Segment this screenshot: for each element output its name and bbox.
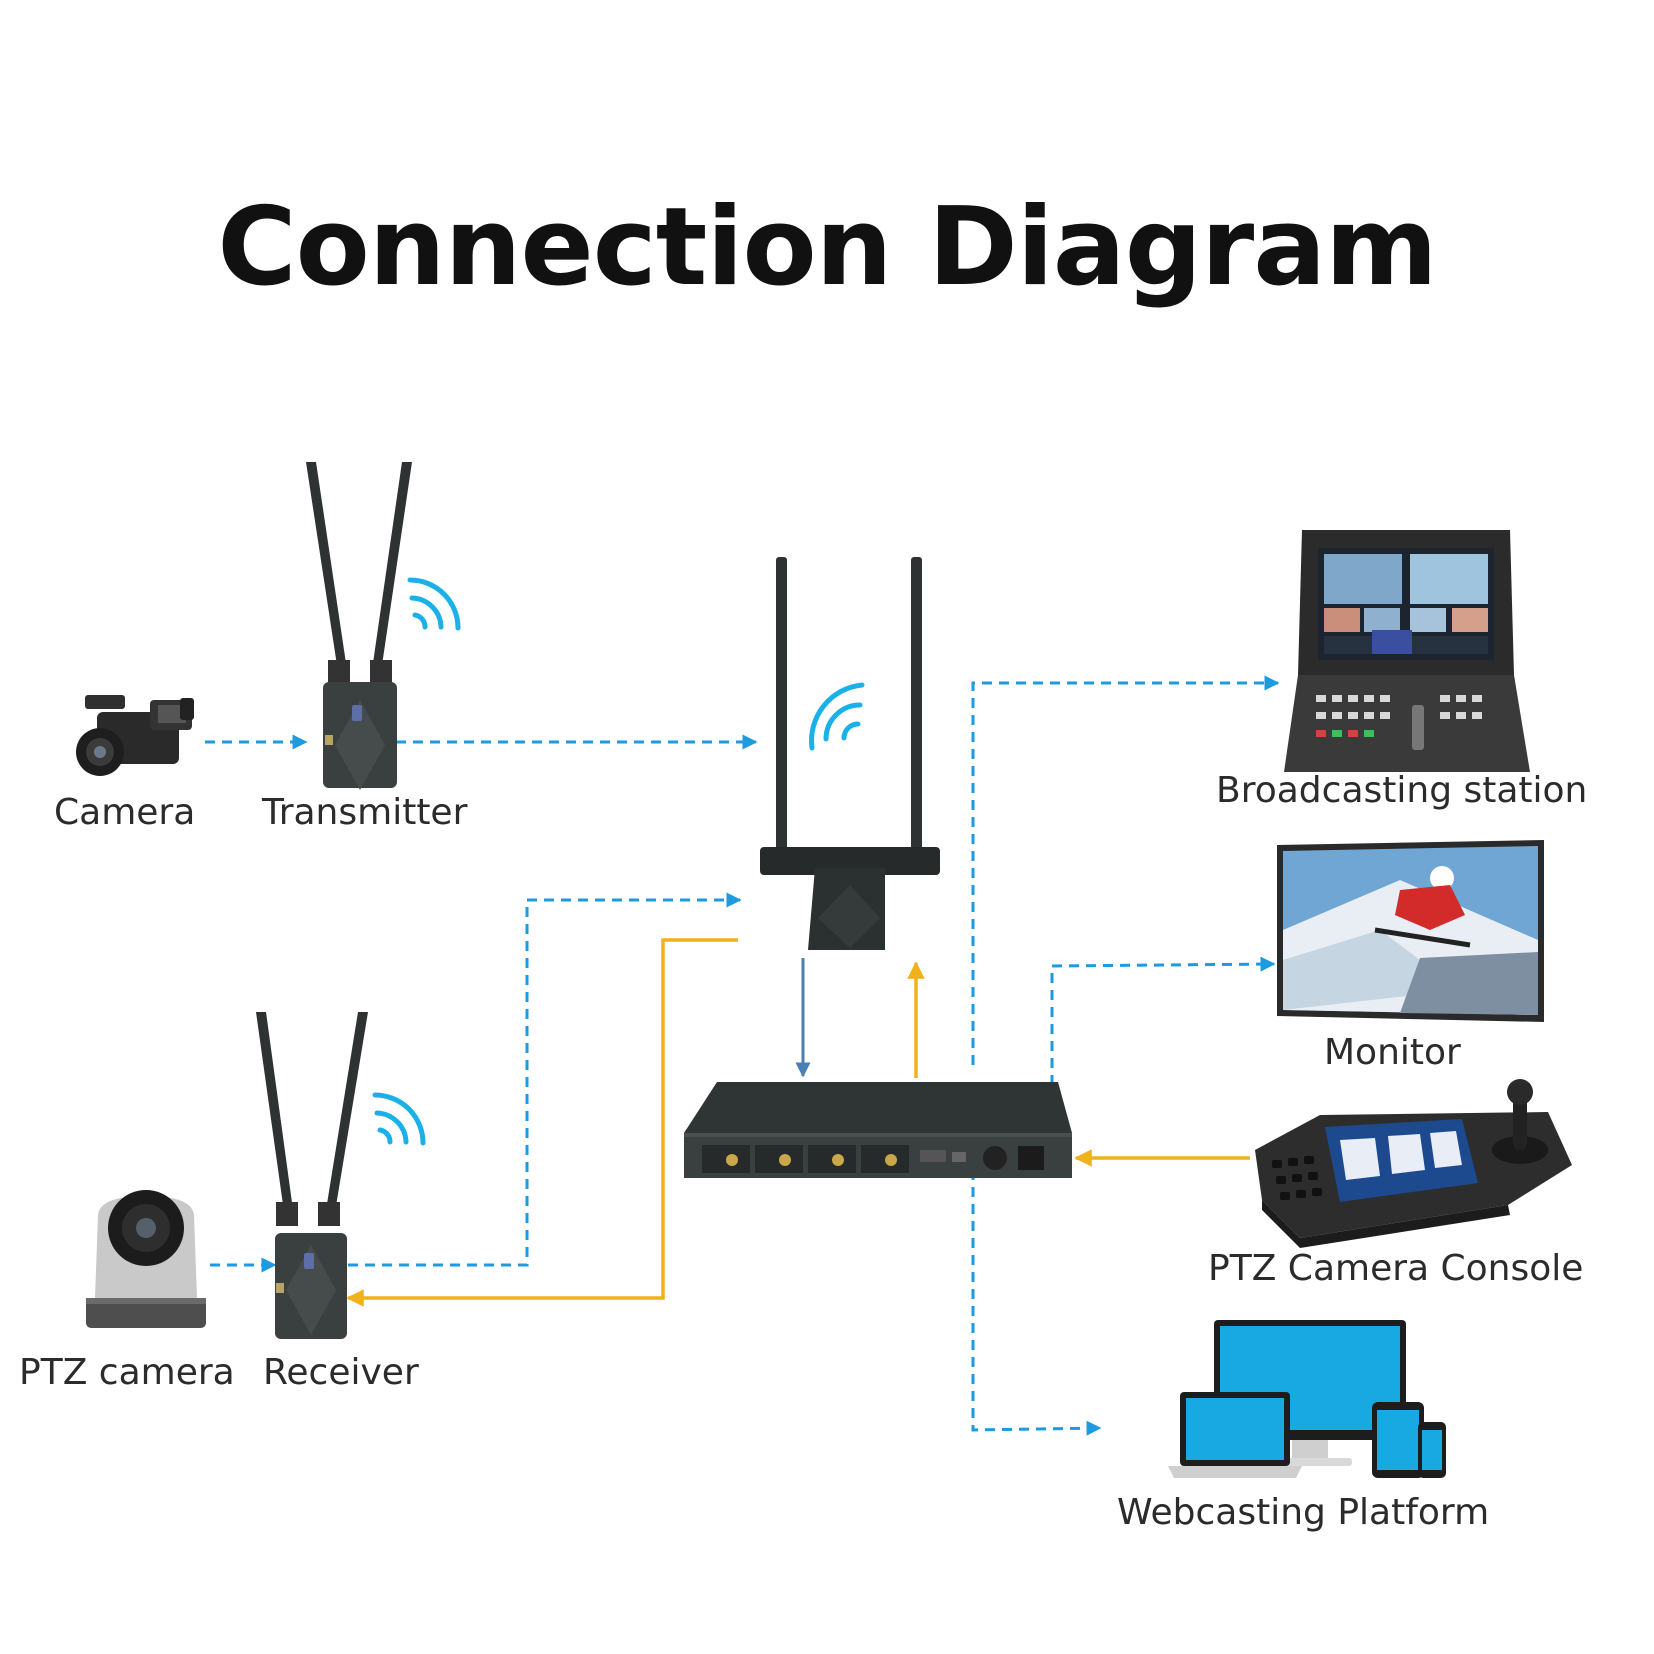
monitor-label: Monitor <box>1324 1032 1461 1073</box>
connection-lines <box>205 675 1280 1436</box>
ptz-camera-label: PTZ camera <box>19 1352 235 1393</box>
transmitter-label: Transmitter <box>262 792 468 833</box>
broadcasting-station-label: Broadcasting station <box>1216 770 1588 811</box>
encoder-rack-icon <box>684 1082 1072 1178</box>
receiver-icon <box>256 1012 368 1339</box>
hub-to-webcasting-link <box>971 1170 1102 1436</box>
monitor-icon <box>1277 840 1544 1022</box>
page-title: Connection Diagram <box>217 185 1437 310</box>
hub-to-monitor-link <box>1050 956 1276 1085</box>
webcasting-platform-label: Webcasting Platform <box>1117 1492 1490 1533</box>
ptz-console-label: PTZ Camera Console <box>1208 1248 1584 1289</box>
camera-label: Camera <box>54 792 196 833</box>
broadcasting-station-icon <box>1284 530 1530 772</box>
ptz-camera-icon <box>86 1190 206 1328</box>
hub-to-receiver-control-link <box>346 938 738 1307</box>
ptz-console-icon <box>1255 1079 1572 1248</box>
receiver-signal-icon <box>372 1092 426 1146</box>
transmitter-signal-icon <box>407 577 461 631</box>
antenna-hub-icon <box>760 557 940 950</box>
skier-figure <box>1374 866 1471 948</box>
receiver-label: Receiver <box>263 1352 419 1393</box>
receiver-to-hub-link <box>348 892 742 1267</box>
transmitter-icon <box>306 462 412 790</box>
hub-to-broadcasting-link <box>971 675 1280 1065</box>
hub-signal-icon <box>809 682 865 751</box>
webcasting-platform-icon <box>1168 1320 1446 1478</box>
camera-icon <box>76 695 194 776</box>
